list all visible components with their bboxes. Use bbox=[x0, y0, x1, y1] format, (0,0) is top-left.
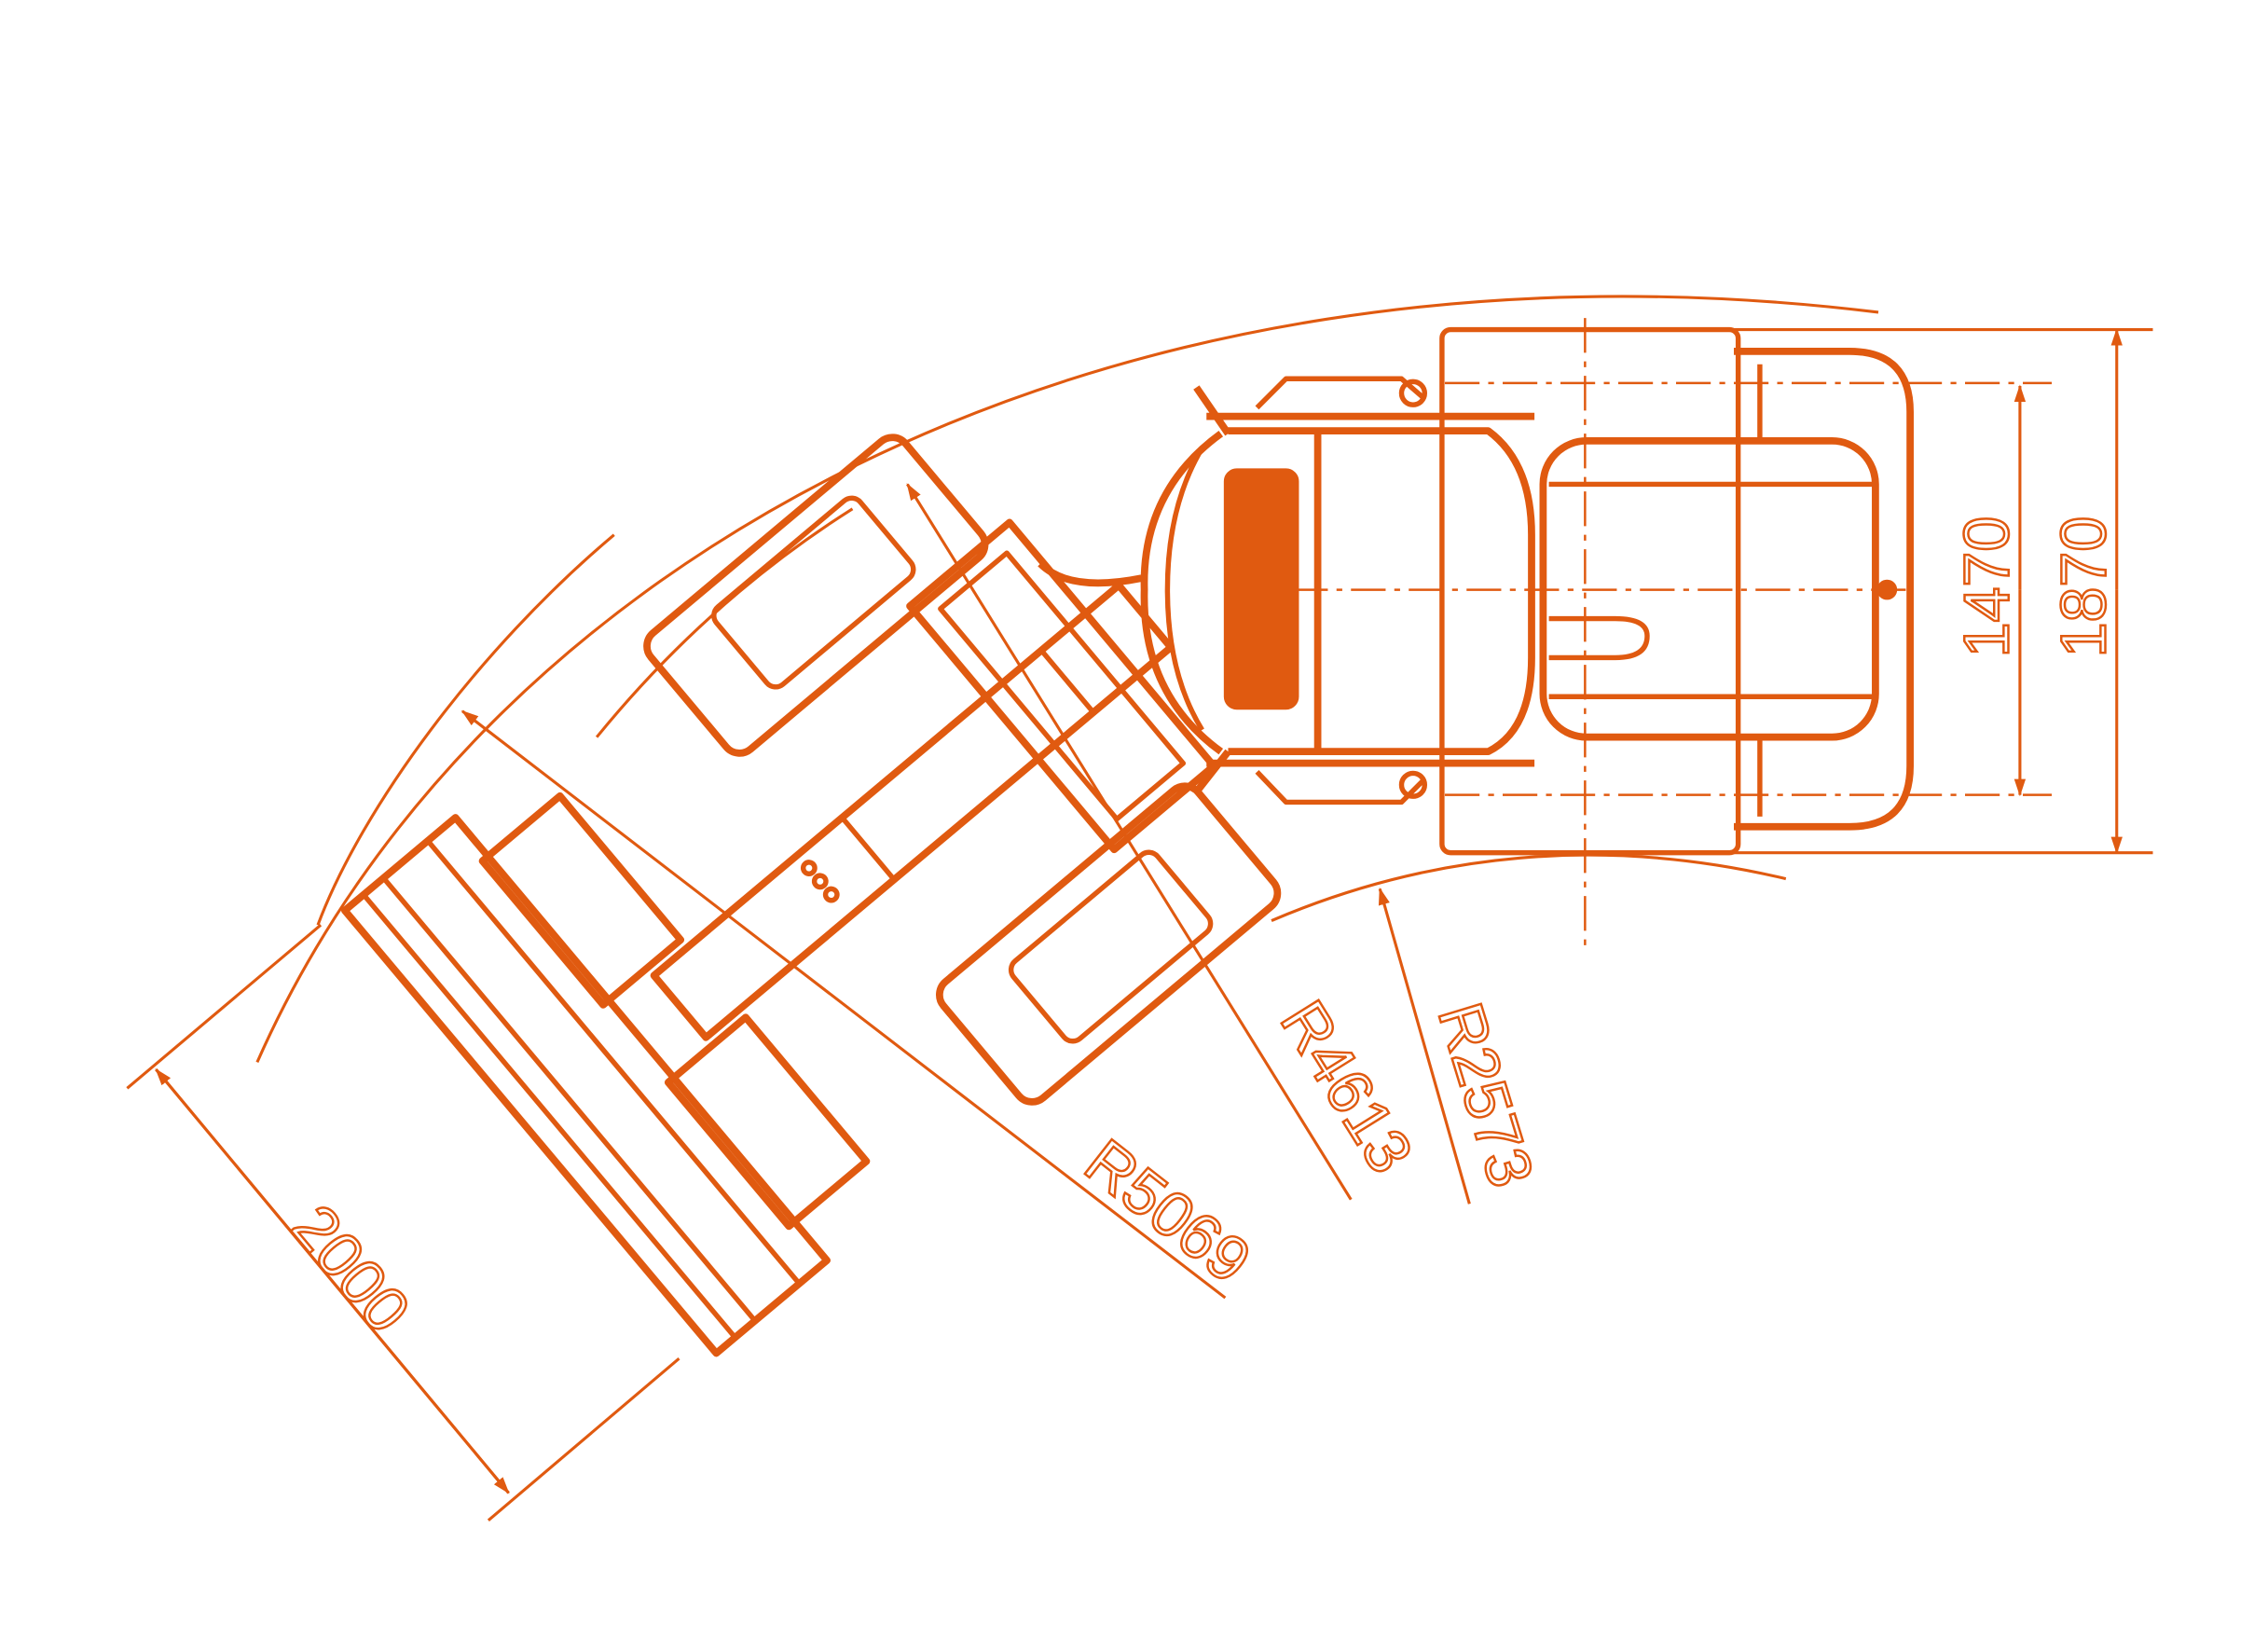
dimension-label-1870: 1870 bbox=[2048, 516, 2119, 658]
dimension-1470: 1470 bbox=[1950, 384, 2027, 797]
dimension-label-2000: 2000 bbox=[279, 1191, 424, 1345]
inner-arc bbox=[1271, 853, 1787, 922]
dimension-2000: 2000 bbox=[126, 923, 680, 1521]
dimension-1870: 1870 bbox=[1734, 328, 2153, 855]
front-frame bbox=[340, 434, 1282, 1357]
rear-frame bbox=[1140, 326, 1914, 856]
dimension-label-r5069: R5069 bbox=[1072, 1126, 1263, 1298]
left-arc bbox=[316, 533, 615, 926]
dimension-label-1470: 1470 bbox=[1952, 516, 2023, 658]
dimension-label-r4613: R4613 bbox=[1267, 989, 1426, 1186]
dimension-label-r2573: R2573 bbox=[1424, 995, 1546, 1194]
bucket bbox=[340, 814, 832, 1357]
middle-arc bbox=[595, 507, 854, 738]
radiator-grille bbox=[1223, 468, 1299, 710]
front-tyre-left bbox=[936, 782, 1282, 1106]
front-tyre-right bbox=[643, 434, 989, 757]
